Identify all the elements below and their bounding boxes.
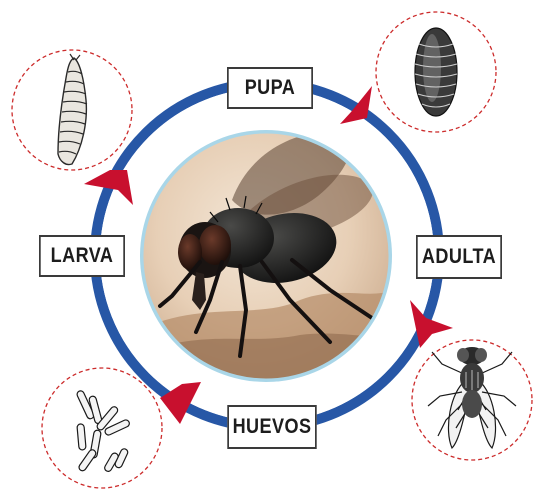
pupa-illustration xyxy=(376,12,496,132)
adult-fly-illustration xyxy=(412,340,532,460)
stage-label-larva: LARVA xyxy=(39,235,125,277)
stage-label-adulta: ADULTA xyxy=(416,235,502,279)
stage-label-huevos: HUEVOS xyxy=(227,405,316,449)
stage-label-pupa: PUPA xyxy=(227,67,313,109)
larva-illustration xyxy=(12,50,132,170)
eggs-illustration xyxy=(42,368,162,488)
housefly-photo xyxy=(140,130,392,382)
